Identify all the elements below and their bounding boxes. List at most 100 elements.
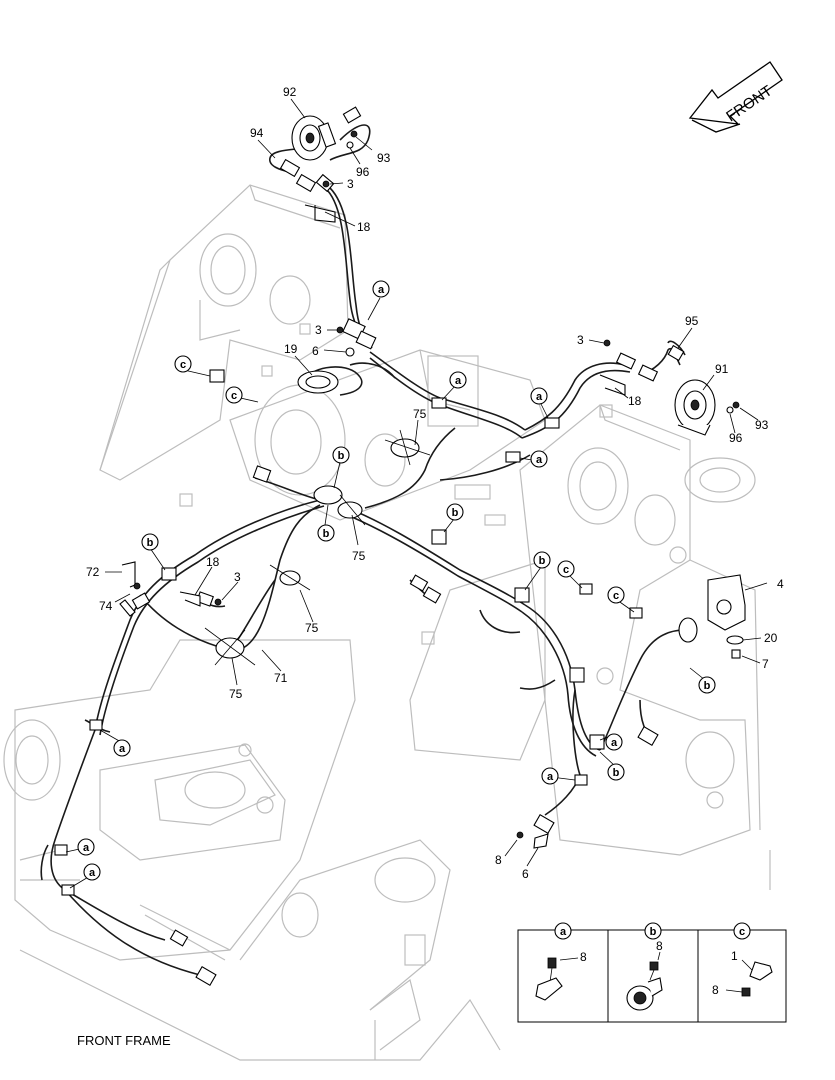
svg-text:c: c [180,359,186,371]
svg-text:a: a [547,771,554,783]
svg-text:a: a [89,867,96,879]
svg-text:b: b [539,555,546,567]
ref-circle-b: b [141,533,159,551]
clamp-icon [161,567,177,581]
ref-circle-a: a [541,767,559,785]
callout-94: 94 [250,126,264,140]
clip-6-icon [533,833,549,849]
callout-91: 91 [715,362,729,376]
ref-circle-c: c [607,586,625,604]
connector-icon [637,726,659,746]
clamp-icon [574,774,588,786]
clamp-icon [505,451,521,463]
clamp-icon [61,884,75,896]
connector-icon [615,352,637,370]
connector-icon [131,592,151,610]
svg-text:b: b [650,926,657,938]
svg-text:a: a [536,454,543,466]
grommet-icon [313,485,343,505]
callout-6: 6 [312,344,319,358]
bolt-3-icon [214,598,222,606]
detail-header-b: b [644,922,662,940]
clamp-icon [431,397,447,409]
bolt-icon [133,582,141,590]
connector-icon [279,158,301,178]
clamp-icon [579,583,593,595]
detail-a-callout: 8 [580,950,587,964]
connector-icon [169,929,189,947]
ref-circle-c: c [225,386,243,404]
svg-text:b: b [452,507,459,519]
connector-icon [409,574,429,592]
bolt-8-icon [516,831,524,839]
ref-circle-a: a [530,387,548,405]
callout-18: 18 [206,555,220,569]
washer-6-icon [345,347,355,357]
callout-8: 8 [495,853,502,867]
connector-icon [667,344,685,362]
callout-75: 75 [413,407,427,421]
clamp-icon [569,667,585,683]
callout-20: 20 [764,631,778,645]
ref-circle-a: a [77,838,95,856]
callout-71: 71 [274,671,288,685]
clamp-icon [209,369,225,383]
detail-b-clamp-icon: 8 [626,939,663,1011]
bolt-93-icon [732,401,740,409]
svg-text:c: c [231,390,237,402]
svg-text:a: a [119,743,126,755]
connector-icon [355,330,377,350]
ref-circle-b: b [533,551,551,569]
callout-6: 6 [522,867,529,881]
ref-circle-b: b [332,446,350,464]
svg-text:b: b [323,528,330,540]
bracket-18-icon [599,374,626,396]
ref-circle-a: a [372,280,390,298]
diagram-title: FRONT FRAME [77,1033,171,1048]
bracket-72-icon [121,561,136,588]
washer-20-icon [726,635,744,645]
wire-harness [40,124,686,976]
front-frame-structure [3,184,771,1061]
ref-circle-a: a [530,450,548,468]
callout-numbers: 92 94 93 96 3 18 3 6 19 95 3 91 18 96 93… [86,85,784,881]
circled-letters: a c c a a a b b b b b c c b a b a a a a [77,280,716,881]
callout-93: 93 [755,418,769,432]
svg-text:a: a [378,284,385,296]
svg-text:b: b [704,680,711,692]
callout-96: 96 [729,431,743,445]
leader-lines [65,98,768,889]
connector-icon [533,814,555,834]
ref-circle-b: b [446,503,464,521]
ref-circle-c: c [557,560,575,578]
bolt-3-icon [603,339,611,347]
callout-75: 75 [229,687,243,701]
washer-96-icon [346,141,354,149]
callout-3: 3 [234,570,241,584]
callout-4: 4 [777,577,784,591]
svg-text:c: c [613,590,619,602]
components [54,106,746,986]
front-direction-arrow: FRONT [688,61,783,133]
callout-93: 93 [377,151,391,165]
clamp-icon [431,529,447,545]
ref-circle-b: b [317,524,335,542]
clamp-icon [89,719,103,731]
ref-circle-b: b [698,676,716,694]
grommet-icon [337,501,363,519]
bolt-93-icon [350,130,358,138]
callout-95: 95 [685,314,699,328]
clamp-icon [629,607,643,619]
svg-text:c: c [563,564,569,576]
grommet-icon [678,617,698,643]
callout-3: 3 [577,333,584,347]
callout-74: 74 [99,599,113,613]
ref-circle-a: a [83,863,101,881]
detail-a-clip-icon: 8 [535,950,587,1001]
connector-icon [422,586,442,604]
ref-circle-a: a [605,733,623,751]
connector-icon [252,465,272,483]
detail-c-callout-8: 8 [712,983,719,997]
callout-96: 96 [356,165,370,179]
